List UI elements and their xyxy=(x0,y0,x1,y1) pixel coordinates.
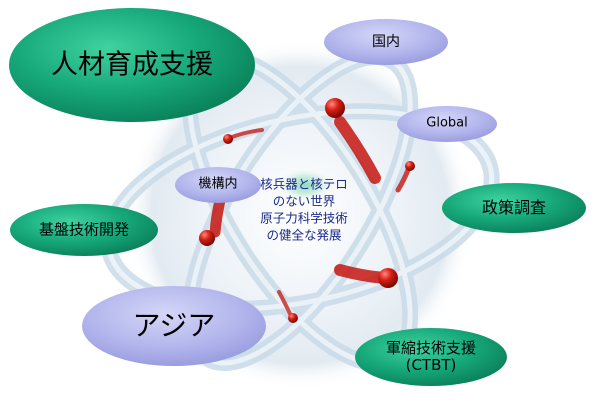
center-line-4: の健全な発展 xyxy=(266,226,342,242)
center-line-3: 原子力科学技術 xyxy=(260,210,348,225)
center-line-2: のない世界 xyxy=(272,193,336,209)
label-asia: アジア xyxy=(132,308,216,342)
label-domestic: 国内 xyxy=(372,33,400,50)
label-in-agency: 機構内 xyxy=(198,176,238,192)
label-global: Global xyxy=(426,115,468,131)
electron-4 xyxy=(405,161,415,171)
bubbles xyxy=(9,8,586,386)
bubble-arms-control xyxy=(355,328,507,386)
electron-6 xyxy=(288,313,298,323)
label-basic-tech: 基盤技術開発 xyxy=(38,220,130,239)
label-human-resources: 人材育成支援 xyxy=(51,49,213,81)
bubble-domestic xyxy=(324,19,448,65)
center-line-1: 核兵器と核テロ xyxy=(260,176,348,192)
electron-3 xyxy=(378,268,398,288)
bubble-global xyxy=(397,106,497,142)
electron-5 xyxy=(223,134,233,144)
label-arms-control-line2: (CTBT) xyxy=(405,356,457,374)
bubble-basic-tech xyxy=(10,204,158,256)
nucleus-core xyxy=(275,167,335,203)
center-mission-text: 核兵器と核テロ のない世界 原子力科学技術 の健全な発展 xyxy=(260,176,348,244)
bubble-policy-research xyxy=(442,183,586,233)
bubble-human-resources xyxy=(9,8,255,122)
bubble-asia xyxy=(82,286,266,366)
bubble-in-agency xyxy=(175,167,261,203)
label-policy-research: 政策調査 xyxy=(481,197,547,217)
electrons xyxy=(199,98,415,323)
label-arms-control-line1: 軍縮技術支援 xyxy=(385,338,477,357)
electron-1 xyxy=(325,98,345,118)
electron-2 xyxy=(199,230,215,246)
label-arms-control: 軍縮技術支援 (CTBT) xyxy=(385,338,477,375)
